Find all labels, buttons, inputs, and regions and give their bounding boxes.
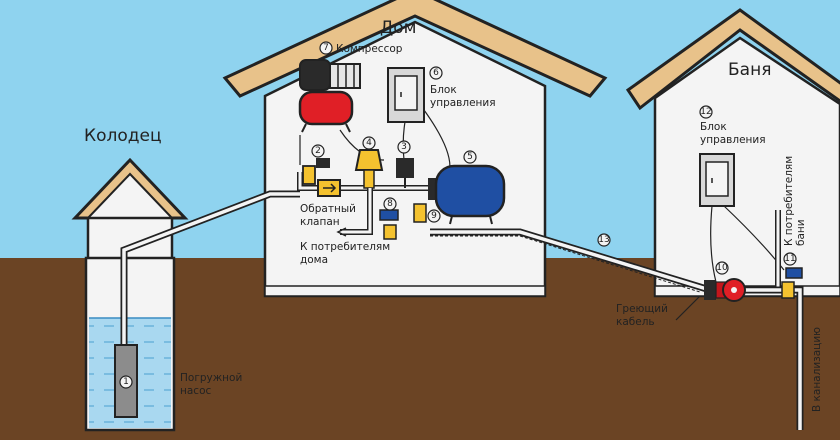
heating-cable-label-1: Греющий (616, 303, 668, 315)
marker-12 (699, 105, 713, 119)
to-bath-label-1: К потребителям (783, 156, 795, 246)
marker-2-label: 2 (315, 146, 321, 156)
pump-label-2: насос (180, 385, 211, 397)
pressure-switch-fitting (302, 165, 316, 185)
marker-12-label: 12 (700, 107, 711, 117)
bath-solenoid-valve (785, 267, 803, 279)
heating-cable-label-2: кабель (616, 316, 655, 328)
house-control-label-2: управления (430, 97, 496, 109)
marker-8-label: 8 (387, 199, 393, 209)
sewer-label: В канализацию (811, 327, 823, 412)
marker-6 (429, 66, 443, 80)
marker-6-label: 6 (433, 68, 439, 78)
solenoid-fitting (383, 224, 397, 240)
marker-3 (397, 140, 411, 154)
compressor-receiver (298, 90, 354, 126)
marker-5 (463, 150, 477, 164)
pressure-sensor (396, 158, 414, 178)
marker-13-label: 13 (598, 235, 609, 245)
house-control-unit (387, 67, 425, 123)
solenoid-valve (379, 209, 399, 221)
drain-fitting (413, 203, 427, 223)
bath-control-unit (699, 153, 735, 207)
marker-1 (119, 375, 133, 389)
check-valve-label-1: Обратный (300, 203, 356, 215)
marker-9-label: 9 (431, 211, 437, 221)
pressure-switch (316, 158, 330, 168)
house-roof (222, 0, 608, 98)
house-title: Дом (380, 18, 417, 38)
to-bath-label-2: бани (795, 219, 807, 246)
bath-house (625, 8, 840, 298)
bath-title: Баня (728, 60, 771, 80)
marker-1-label: 1 (123, 377, 129, 387)
well-title: Колодец (84, 126, 162, 146)
marker-7 (319, 41, 333, 55)
compressor (298, 59, 361, 133)
marker-8 (383, 197, 397, 211)
well (71, 157, 189, 432)
marker-10-label: 10 (716, 263, 728, 273)
bath-control-label-2: управления (700, 134, 766, 146)
compressor-label: Компрессор (336, 43, 403, 55)
hydraulic-accumulator (428, 164, 506, 225)
house-control-label-1: Блок (430, 84, 457, 96)
marker-10 (715, 261, 729, 275)
marker-2 (311, 144, 325, 158)
gauge-fitting (354, 149, 384, 189)
marker-3-label: 3 (401, 142, 407, 152)
marker-9 (427, 209, 441, 223)
marker-11 (783, 252, 797, 266)
marker-4 (362, 136, 376, 150)
marker-13 (597, 233, 611, 247)
bath-pump (704, 278, 746, 302)
bath-control-label-1: Блок (700, 121, 727, 133)
marker-5-label: 5 (467, 152, 473, 162)
to-house-label-2: дома (300, 254, 328, 266)
to-house-label-1: К потребителям (300, 241, 390, 253)
check-valve-label-2: клапан (300, 216, 340, 228)
bath-tee-fitting (781, 281, 795, 299)
marker-4-label: 4 (366, 138, 372, 148)
bath-wall (653, 36, 840, 298)
marker-11-label: 11 (784, 254, 795, 264)
bath-roof (625, 8, 840, 111)
marker-7-label: 7 (323, 43, 329, 53)
pump-label-1: Погружной (180, 372, 242, 384)
